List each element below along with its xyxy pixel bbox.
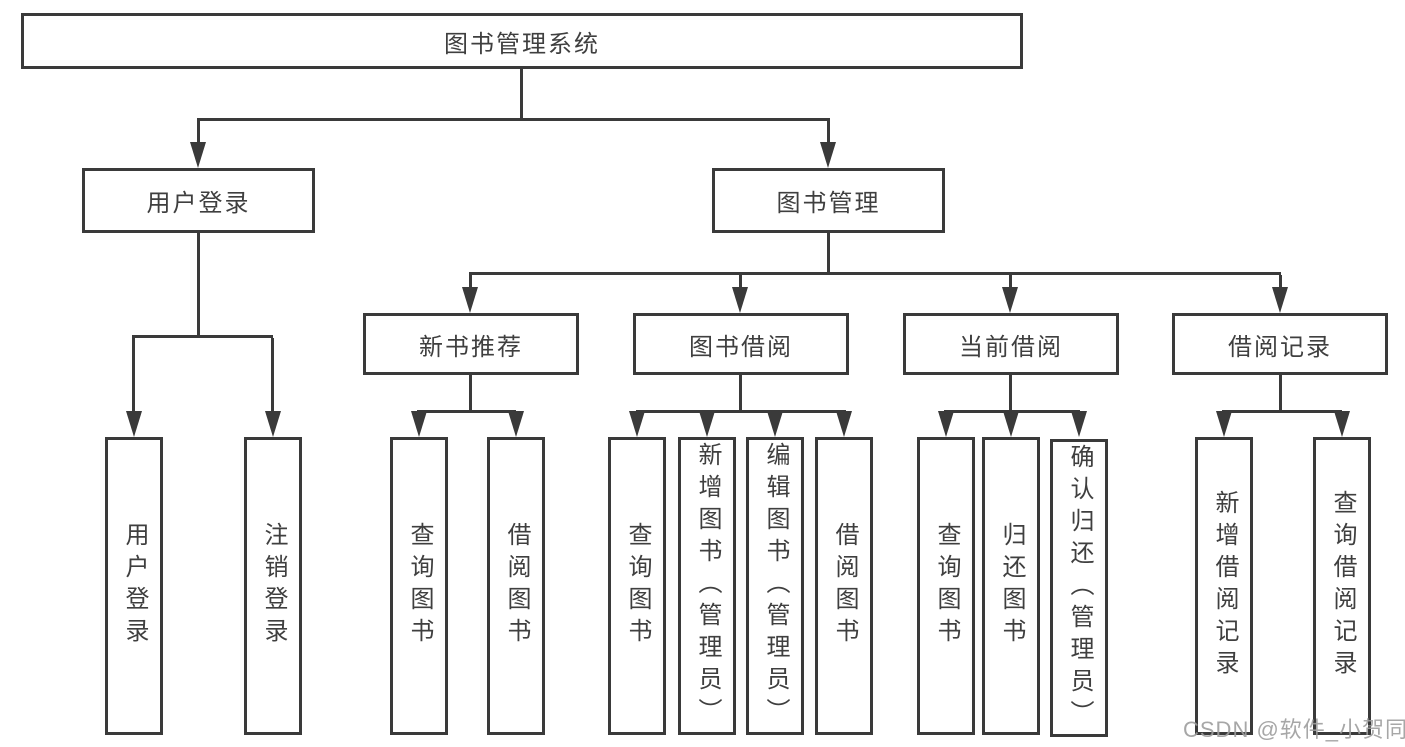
csdn-watermark: CSDN @软件_小贺同学 — [1183, 717, 1405, 742]
connector-book-management-hline — [469, 272, 1281, 275]
arrowhead-down-icon — [1334, 411, 1350, 437]
node-book-management-label: 图书管理 — [776, 190, 881, 217]
arrowhead-down-icon — [265, 411, 281, 437]
connector-drop-new-books — [469, 275, 472, 289]
node-new-book-recommend: 新书推荐 — [363, 313, 579, 375]
arrowhead-down-icon — [629, 411, 645, 437]
connector-book-management-stem — [827, 233, 830, 272]
leaf-label: 编辑图书（管理员） — [762, 442, 789, 730]
arrowhead-down-icon — [508, 411, 524, 437]
node-leaf-confirm-return-admin: 确认归还（管理员） — [1050, 439, 1108, 737]
arrowhead-down-icon — [462, 287, 478, 313]
connector-user-login-hline — [132, 335, 273, 338]
arrowhead-down-icon — [699, 411, 715, 437]
leaf-label: 查询图书 — [933, 522, 960, 650]
arrowhead-down-icon — [411, 411, 427, 437]
node-leaf-logout: 注销登录 — [244, 437, 302, 735]
node-book-borrowing: 图书借阅 — [633, 313, 849, 375]
connector-drop-user-login — [197, 121, 200, 145]
node-leaf-query-books-recommend: 查询图书 — [390, 437, 448, 735]
leaf-label: 查询图书 — [406, 522, 433, 650]
arrowhead-down-icon — [732, 287, 748, 313]
node-current-borrowing: 当前借阅 — [903, 313, 1119, 375]
connector-borrow-records-stem — [1279, 375, 1282, 410]
connector-drop-book-borrowing — [739, 275, 742, 289]
node-book-management: 图书管理 — [712, 168, 945, 233]
arrowhead-down-icon — [767, 411, 783, 437]
leaf-label: 用户登录 — [121, 522, 148, 650]
node-book-borrowing-label: 图书借阅 — [689, 333, 793, 361]
leaf-label: 新增图书（管理员） — [694, 442, 721, 730]
connector-user-login-stem — [197, 233, 200, 335]
connector-new-books-stem — [469, 375, 472, 410]
node-borrow-records-label: 借阅记录 — [1228, 333, 1332, 361]
node-leaf-edit-books-admin: 编辑图书（管理员） — [746, 437, 804, 735]
connector-current-borrowing-stem — [1009, 375, 1012, 410]
node-leaf-user-login: 用户登录 — [105, 437, 163, 735]
node-borrow-records: 借阅记录 — [1172, 313, 1388, 375]
connector-root-hline — [197, 118, 830, 121]
node-user-login-label: 用户登录 — [146, 190, 251, 217]
arrowhead-down-icon — [820, 142, 836, 168]
connector-drop-login-leaf — [132, 338, 135, 413]
node-leaf-return-books: 归还图书 — [982, 437, 1040, 735]
node-leaf-query-borrow-record: 查询借阅记录 — [1313, 437, 1371, 735]
leaf-label: 借阅图书 — [503, 522, 530, 650]
node-leaf-borrow-books-borrowing: 借阅图书 — [815, 437, 873, 735]
arrowhead-down-icon — [1216, 411, 1232, 437]
node-current-borrowing-label: 当前借阅 — [959, 333, 1063, 361]
arrowhead-down-icon — [126, 411, 142, 437]
leaf-label: 借阅图书 — [831, 522, 858, 650]
leaf-label: 查询借阅记录 — [1329, 490, 1356, 682]
node-leaf-borrow-books-recommend: 借阅图书 — [487, 437, 545, 735]
node-user-login: 用户登录 — [82, 168, 315, 233]
connector-drop-logout-leaf — [271, 338, 274, 413]
node-leaf-query-books-current: 查询图书 — [917, 437, 975, 735]
connector-drop-borrow-records — [1279, 275, 1282, 289]
node-new-book-recommend-label: 新书推荐 — [419, 333, 523, 361]
node-root: 图书管理系统 — [21, 13, 1023, 69]
node-leaf-query-books-borrowing: 查询图书 — [608, 437, 666, 735]
connector-root-stem — [520, 69, 523, 118]
arrowhead-down-icon — [190, 142, 206, 168]
arrowhead-down-icon — [1002, 287, 1018, 313]
node-leaf-add-borrow-record: 新增借阅记录 — [1195, 437, 1253, 735]
leaf-label: 查询图书 — [624, 522, 651, 650]
arrowhead-down-icon — [938, 411, 954, 437]
leaf-label: 归还图书 — [998, 522, 1025, 650]
connector-borrow-records-hline — [1222, 410, 1342, 413]
connector-drop-current-borrowing — [1009, 275, 1012, 289]
arrowhead-down-icon — [1071, 411, 1087, 437]
leaf-label: 注销登录 — [260, 522, 287, 650]
leaf-label: 确认归还（管理员） — [1066, 444, 1093, 732]
node-leaf-add-books-admin: 新增图书（管理员） — [678, 437, 736, 735]
connector-book-borrowing-stem — [739, 375, 742, 410]
leaf-label: 新增借阅记录 — [1211, 490, 1238, 682]
node-root-label: 图书管理系统 — [444, 30, 600, 58]
connector-book-borrowing-hline — [636, 410, 846, 413]
arrowhead-down-icon — [1272, 287, 1288, 313]
arrowhead-down-icon — [1003, 411, 1019, 437]
connector-drop-book-management — [827, 121, 830, 145]
arrowhead-down-icon — [836, 411, 852, 437]
connector-new-books-hline — [417, 410, 516, 413]
